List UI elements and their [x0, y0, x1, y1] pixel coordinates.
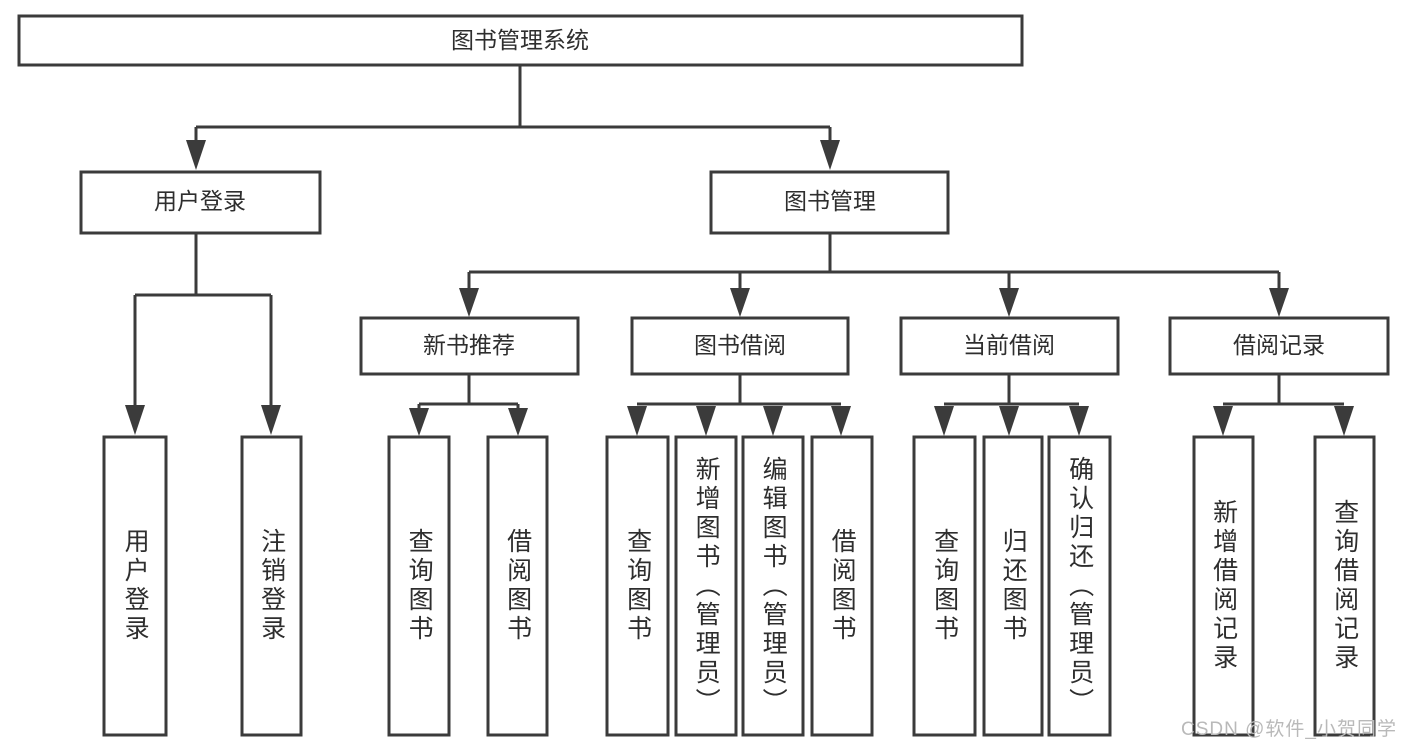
leaf-query-book-2-box[interactable] [605, 435, 670, 737]
node-root-box[interactable] [17, 14, 1024, 67]
arrow-head-leaf-add-record [1213, 406, 1233, 436]
leaf-add-record-box[interactable] [1192, 435, 1255, 737]
arrow-head-new-book-recommend [459, 288, 479, 317]
node-user-login[interactable]: 用户登录 [79, 170, 322, 235]
node-current-borrow[interactable]: 当前借阅 [899, 316, 1120, 376]
arrow-head-leaf-confirm-return [1069, 406, 1089, 436]
connectors-current-borrow-to-leaves [934, 374, 1089, 436]
arrow-head-leaf-query-book-2 [627, 406, 647, 436]
connectors-borrow-record-to-leaves [1213, 374, 1354, 436]
leaf-boxes [102, 435, 1376, 737]
node-book-borrow-box[interactable] [630, 316, 850, 376]
arrow-head-leaf-user-login [125, 405, 145, 435]
node-root[interactable]: 图书管理系统 [17, 14, 1024, 67]
connectors-user-login-to-leaves [125, 233, 281, 435]
node-new-book-recommend-box[interactable] [359, 316, 580, 376]
node-book-manage-label: 图书管理 [784, 188, 876, 214]
node-current-borrow-box[interactable] [899, 316, 1120, 376]
leaf-add-book-box[interactable] [674, 435, 738, 737]
connectors-root-to-level2 [186, 66, 840, 170]
leaf-query-book-3-box[interactable] [912, 435, 977, 737]
arrow-head-leaf-borrow-book-1 [508, 408, 528, 436]
arrow-head-leaf-query-book-1 [409, 408, 429, 436]
connectors-book-borrow-to-leaves [627, 374, 851, 436]
node-new-book-recommend[interactable]: 新书推荐 [359, 316, 580, 376]
leaf-edit-book-box[interactable] [741, 435, 805, 737]
arrow-head-leaf-add-book [696, 406, 716, 436]
connectors-book-manage-to-level3 [459, 233, 1289, 317]
node-book-manage-box[interactable] [709, 170, 950, 235]
node-book-borrow-label: 图书借阅 [694, 332, 786, 358]
node-user-login-box[interactable] [79, 170, 322, 235]
connectors-new-book-to-leaves [409, 374, 528, 436]
arrow-head-book-manage [820, 140, 840, 170]
node-book-borrow[interactable]: 图书借阅 [630, 316, 850, 376]
arrow-head-leaf-query-record [1334, 406, 1354, 436]
leaf-return-book-box[interactable] [982, 435, 1044, 737]
arrow-head-leaf-edit-book [763, 406, 783, 436]
arrow-head-book-borrow [730, 288, 750, 317]
leaf-borrow-book-1-box[interactable] [486, 435, 549, 737]
arrow-head-current-borrow [999, 288, 1019, 317]
leaf-query-book-1-box[interactable] [387, 435, 451, 737]
leaf-confirm-return-box[interactable] [1047, 435, 1112, 737]
arrow-head-leaf-logout-login [261, 405, 281, 435]
node-root-label: 图书管理系统 [451, 27, 589, 53]
node-borrow-record-label: 借阅记录 [1233, 332, 1325, 358]
leaf-borrow-book-2-box[interactable] [810, 435, 874, 737]
arrow-head-borrow-record [1269, 288, 1289, 317]
leaf-user-login-box[interactable] [102, 435, 168, 737]
arrow-head-user-login [186, 140, 206, 170]
arrow-head-leaf-borrow-book-2 [831, 406, 851, 436]
arrow-head-leaf-query-book-3 [934, 406, 954, 436]
node-borrow-record-box[interactable] [1168, 316, 1390, 376]
leaf-logout-login-box[interactable] [240, 435, 303, 737]
node-book-manage[interactable]: 图书管理 [709, 170, 950, 235]
node-current-borrow-label: 当前借阅 [963, 332, 1055, 358]
node-user-login-label: 用户登录 [154, 188, 246, 214]
arrow-head-leaf-return-book [999, 406, 1019, 436]
node-new-book-recommend-label: 新书推荐 [423, 332, 515, 358]
leaf-query-record-box[interactable] [1313, 435, 1376, 737]
csdn-watermark: CSDN @软件_小贺同学 [1181, 719, 1397, 740]
node-borrow-record[interactable]: 借阅记录 [1168, 316, 1390, 376]
